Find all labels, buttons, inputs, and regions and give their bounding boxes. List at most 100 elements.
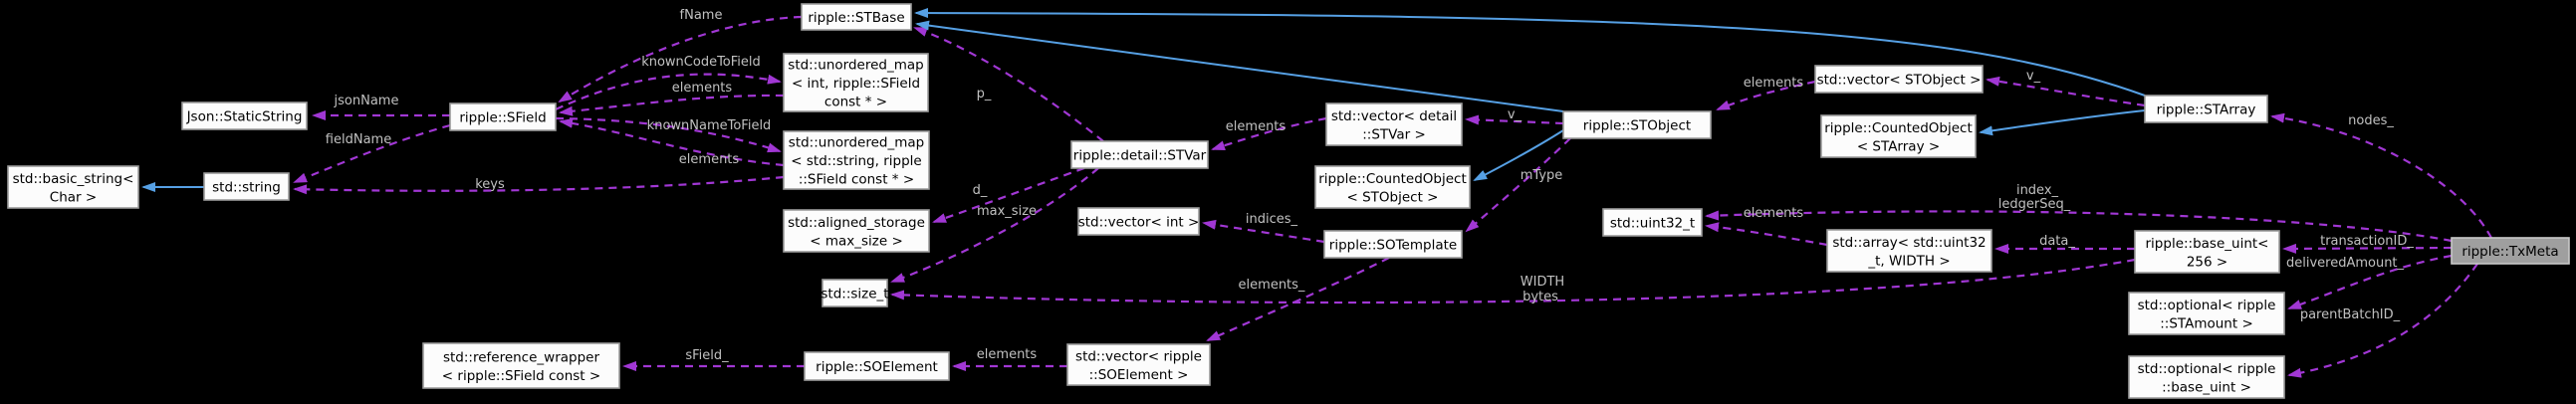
node-stbase[interactable]: ripple::STBase [801,3,912,31]
node-vec-stobject[interactable]: std::vector< STObject > [1814,65,1984,94]
node-box-array-uint32[interactable] [1826,229,1992,273]
edge-line-keys [293,175,785,195]
node-box-optional-stamount[interactable] [2128,292,2285,335]
edge-line-elements-sotemplate [1206,257,1390,342]
node-array-uint32[interactable]: std::array< std::uint32_t, WIDTH > [1826,229,1992,273]
edge-label-elements-sotemplate: elements_ [1239,278,1305,293]
node-stvar[interactable]: ripple::detail::STVar [1070,140,1209,169]
node-label-basicstring-1: Char > [50,189,97,205]
node-label-refwrap-1: < ripple::SField const > [442,368,600,384]
edge-indices: indices_ [1202,212,1325,244]
node-box-baseuint[interactable] [2134,230,2280,274]
node-label-counted-starray-1: < STArray > [1857,138,1940,154]
node-label-stobject: ripple::STObject [1583,118,1691,134]
node-uint32[interactable]: std::uint32_t [1602,208,1703,237]
node-counted-starray[interactable]: ripple::CountedObject< STArray > [1820,114,1977,158]
node-stobject[interactable]: ripple::STObject [1562,110,1712,139]
edge-line-elements-umap-int [559,94,785,116]
node-vec-int[interactable]: std::vector< int > [1077,207,1200,236]
edge-label-elements-array: elements [1744,206,1804,221]
edge-label-p: p_ [977,87,992,101]
node-stdstring[interactable]: std::string [203,172,290,201]
node-label-starray: ripple::STArray [2157,102,2256,118]
edge-line-p [913,26,1104,142]
node-counted-stobject[interactable]: ripple::CountedObject< STObject > [1314,165,1471,209]
node-box-optional-baseuint[interactable] [2128,355,2285,399]
node-soelement[interactable]: ripple::SOElement [804,351,950,381]
edge-label-jsonname: jsonName [334,94,399,108]
node-box-vec-soelement[interactable] [1066,343,1211,386]
node-box-sizet[interactable] [821,279,888,307]
edge-line-knownnametofield [555,116,782,153]
node-baseuint[interactable]: ripple::base_uint<256 > [2134,230,2280,274]
node-box-stobject[interactable] [1562,110,1712,139]
node-box-vec-stvar[interactable] [1325,102,1463,146]
node-box-sotemplate[interactable] [1323,230,1463,259]
node-sfield[interactable]: ripple::SField [449,102,557,131]
node-label-baseuint-1: 256 > [2187,254,2227,270]
edge-line-inherit-starray-counted [1979,109,2146,136]
node-sotemplate[interactable]: ripple::SOTemplate [1323,230,1463,259]
edge-keys: keys [293,175,785,195]
node-refwrap[interactable]: std::reference_wrapper< ripple::SField c… [422,342,620,389]
edge-line-knowncodetofield [555,73,782,110]
node-box-vec-int[interactable] [1077,207,1200,236]
node-box-sfield[interactable] [449,102,557,131]
node-box-umap-str[interactable] [783,130,930,190]
node-box-uint32[interactable] [1602,208,1703,237]
edge-inherit-stobject-stbase [915,20,1564,112]
edge-line-d [932,166,1085,224]
node-vec-stvar[interactable]: std::vector< detail::STVar > [1325,102,1463,146]
node-label-umap-int-0: std::unordered_map [788,58,923,74]
edge-label-indices: indices_ [1246,212,1298,227]
node-optional-baseuint[interactable]: std::optional< ripple::base_uint > [2128,355,2285,399]
node-aligned-storage[interactable]: std::aligned_storage< max_size > [783,209,930,253]
edge-line-width-bytes [890,258,2136,304]
node-box-basicstring[interactable] [7,165,139,209]
node-box-starray[interactable] [2144,95,2268,123]
edge-knownnametofield: knownNameToField [555,116,782,153]
edge-nodes: nodes_ [2270,112,2492,239]
node-box-counted-starray[interactable] [1820,114,1977,158]
edge-fieldname: fieldName [293,123,451,184]
node-box-stvar[interactable] [1070,140,1209,169]
node-umap-str[interactable]: std::unordered_map< std::string, ripple:… [783,130,930,190]
node-box-vec-stobject[interactable] [1814,65,1984,94]
node-umap-int[interactable]: std::unordered_map< int, ripple::SFieldc… [783,53,929,112]
node-label-refwrap-0: std::reference_wrapper [443,349,600,365]
edge-d: d_ [932,166,1085,224]
edge-max-size: max_size [890,167,1099,284]
node-box-refwrap[interactable] [422,342,620,389]
edge-elements-array: elements [1705,206,1828,247]
node-label-optional-stamount-0: std::optional< ripple [2138,298,2276,313]
node-sizet[interactable]: std::size_t [820,279,889,307]
edge-label-fname: fName [680,8,723,23]
edge-line-indices [1202,219,1325,244]
node-box-aligned-storage[interactable] [783,209,930,253]
edge-v-stobject: v_ [1465,107,1564,125]
node-staticstring[interactable]: Json::StaticString [181,101,308,130]
node-label-stvar: ripple::detail::STVar [1073,148,1207,164]
node-box-counted-stobject[interactable] [1314,165,1471,209]
edge-label-index-ledgerseq-1: ledgerSeq_ [1998,197,2071,212]
node-box-stdstring[interactable] [203,172,290,201]
node-vec-soelement[interactable]: std::vector< ripple::SOElement > [1066,343,1211,386]
node-box-stbase[interactable] [801,3,912,31]
node-label-stbase: ripple::STBase [808,10,904,26]
edge-label-knownnametofield: knownNameToField [647,118,772,133]
node-starray[interactable]: ripple::STArray [2144,95,2268,123]
edge-elements-umap-str: elements [559,117,785,167]
node-box-staticstring[interactable] [181,101,308,130]
node-box-umap-int[interactable] [783,53,929,112]
edge-label-nodes: nodes_ [2348,113,2394,128]
node-basicstring[interactable]: std::basic_string<Char > [7,165,139,209]
edge-elements-vec-soelement: elements [952,347,1067,371]
edge-label-parentbatchid: parentBatchID_ [2300,307,2401,322]
edge-label-elements-vec-stobject: elements [1744,76,1804,91]
node-optional-stamount[interactable]: std::optional< ripple::STAmount > [2128,292,2285,335]
node-box-soelement[interactable] [804,351,950,381]
edges-layer: jsonNamefieldNameknownCodeToFieldknownNa… [141,8,2492,378]
node-label-optional-baseuint-0: std::optional< ripple [2138,361,2276,377]
edge-line-fname [558,15,803,103]
